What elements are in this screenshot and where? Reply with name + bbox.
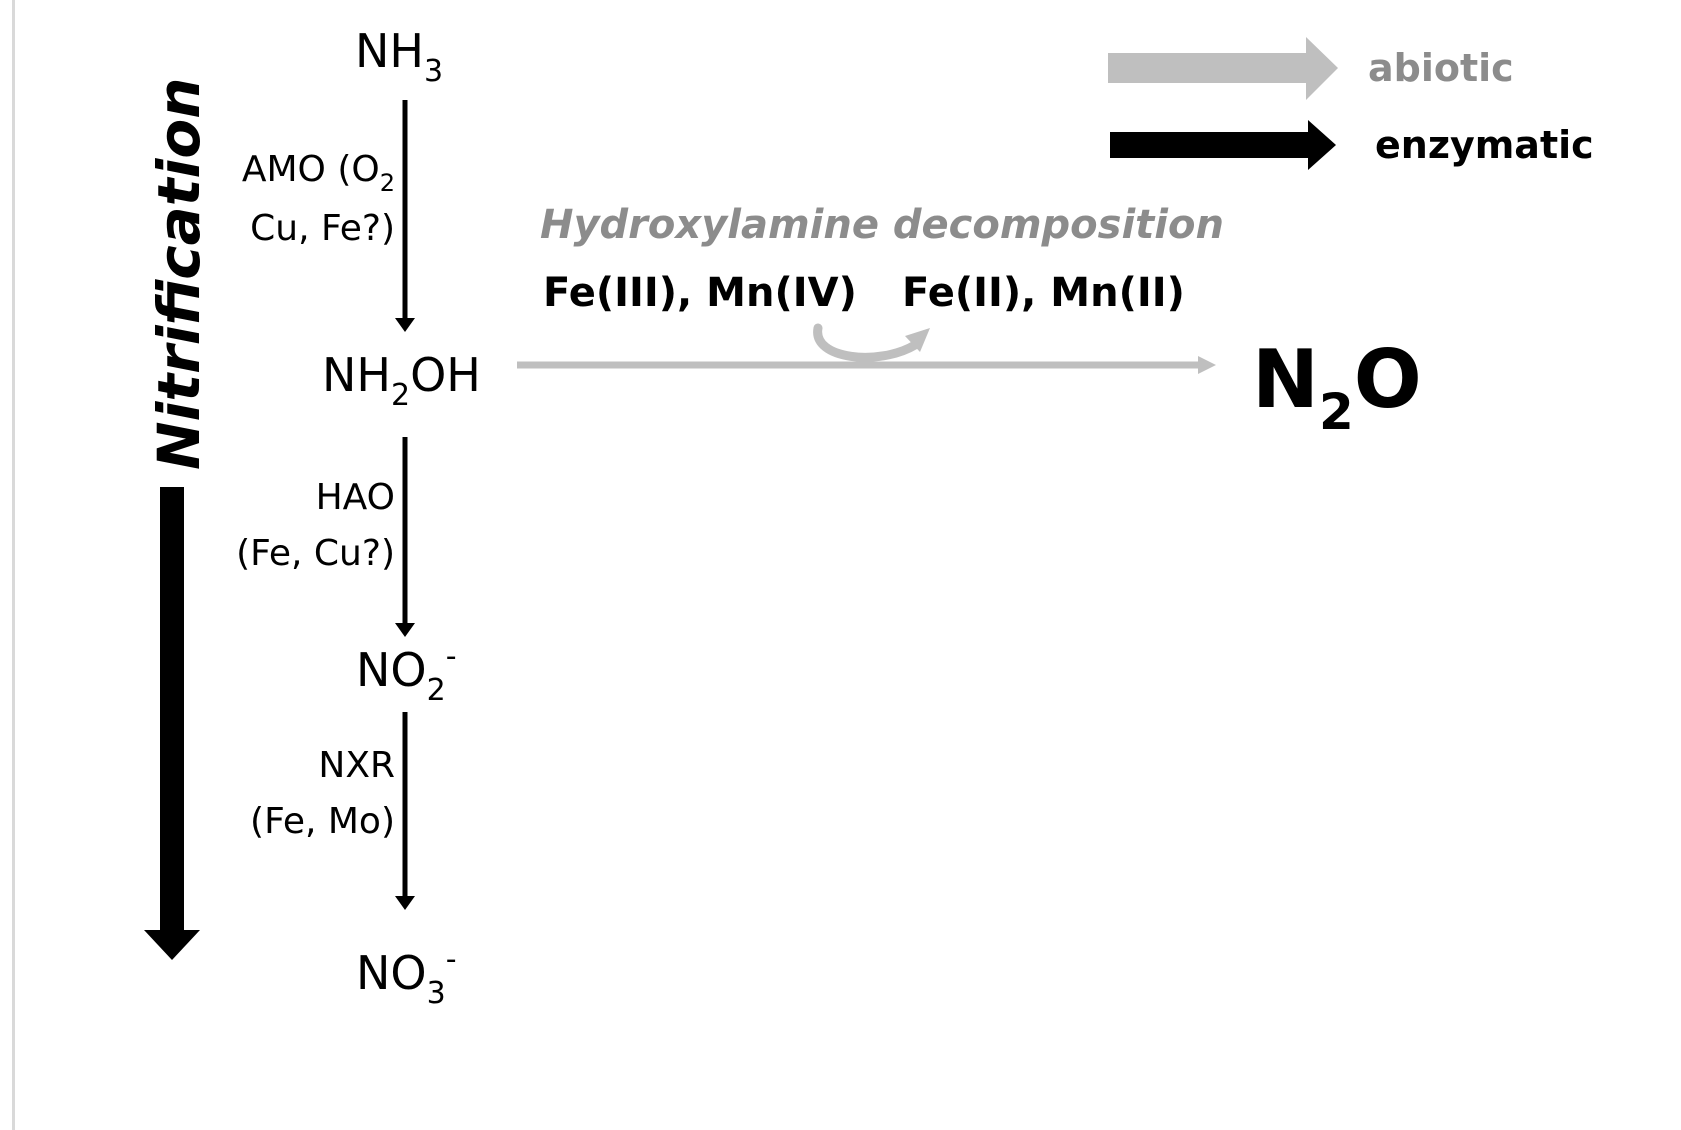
reduced-metals: Fe(II), Mn(II) [902,270,1185,316]
enzyme-nxr-line1: NXR [318,745,395,786]
species-nh2oh: NH2OH [322,348,481,413]
legend-enzymatic-arrow [1110,120,1336,170]
left-border [12,0,15,1130]
oxidized-metals: Fe(III), Mn(IV) [543,270,857,316]
enzyme-nxr: NXR (Fe, Mo) [250,738,395,850]
arrow-nh2oh-to-n2o [517,356,1216,374]
legend-abiotic-label: abiotic [1368,46,1514,90]
product-n2o: N2O [1252,333,1422,441]
enzyme-amo-line1: AMO (O2 [241,149,395,197]
enzyme-hao-line1: HAO [315,477,395,518]
enzyme-amo-line2: Cu, Fe?) [250,208,395,249]
species-no3: NO3- [356,942,457,1011]
legend-enzymatic-label: enzymatic [1375,123,1594,167]
arrow-nh2oh-to-no2 [395,437,415,637]
species-nh3: NH3 [355,24,444,89]
decomposition-title: Hydroxylamine decomposition [540,202,1224,248]
arrow-no2-to-no3 [395,712,415,910]
nitrification-arrow [144,487,200,960]
enzyme-hao-line2: (Fe, Cu?) [236,533,395,574]
species-no2: NO2- [356,639,457,708]
arrow-nh3-to-nh2oh [395,100,415,332]
enzyme-nxr-line2: (Fe, Mo) [250,801,395,842]
nitrification-label: Nitrification [145,77,213,470]
metal-redox-curved-arrow [813,323,930,362]
enzyme-amo: AMO (O2 Cu, Fe?) [242,142,395,257]
legend-abiotic-arrow [1108,37,1338,100]
enzyme-hao: HAO (Fe, Cu?) [236,470,395,582]
